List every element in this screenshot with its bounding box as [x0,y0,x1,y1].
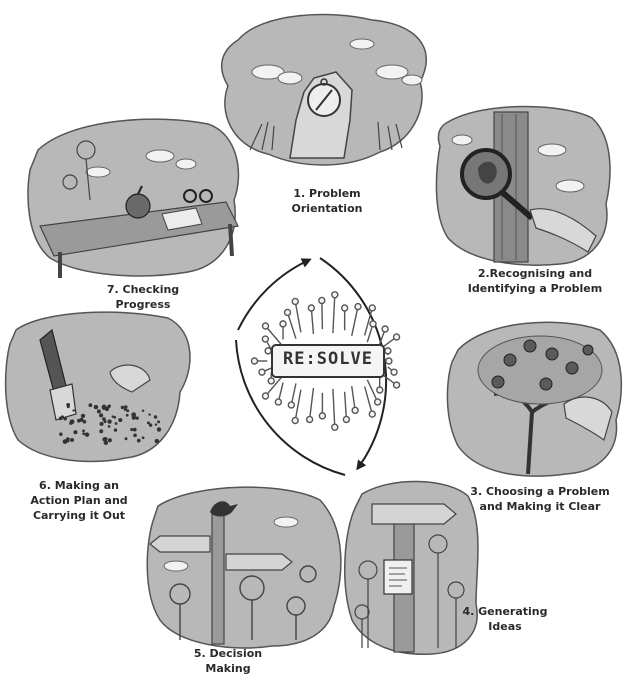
step-1-illustration [222,15,427,165]
step-6-label: 6. Making an Action Plan and Carrying it… [14,478,144,523]
resolve-logo-text: RE:SOLVE [272,349,384,369]
step-1-label: 1. Problem Orientation [284,186,370,216]
step-7-label-line-1: 7. Checking [100,282,186,297]
step-3-label: 3. Choosing a Problem and Making it Clea… [462,484,618,514]
step-5-label-line-2: Making [188,661,268,676]
step-7-label: 7. Checking Progress [100,282,186,312]
step-6-illustration [6,312,190,461]
step-3-label-line-1: 3. Choosing a Problem [462,484,618,499]
step-4-label: 4. Generating Ideas [460,604,550,634]
step-2-illustration [436,107,610,266]
step-5-label: 5. Decision Making [188,646,268,676]
step-6-label-line-2: Action Plan and [14,493,144,508]
step-1-label-line-2: Orientation [284,201,370,216]
step-1-label-line-1: 1. Problem [284,186,370,201]
step-4-label-line-2: Ideas [460,619,550,634]
step-6-label-line-3: Carrying it Out [14,508,144,523]
step-2-label-line-2: Identifying a Problem [460,281,610,296]
step-7-illustration [28,119,238,278]
step-3-illustration [447,322,621,476]
step-2-label-line-1: 2.Recognising and [460,266,610,281]
step-3-label-line-2: and Making it Clear [462,499,618,514]
step-7-label-line-2: Progress [100,297,186,312]
step-2-label: 2.Recognising and Identifying a Problem [460,266,610,296]
step-4-illustration [345,481,478,654]
step-6-label-line-1: 6. Making an [14,478,144,493]
step-5-label-line-1: 5. Decision [188,646,268,661]
step-4-label-line-1: 4. Generating [460,604,550,619]
step-5-illustration [147,487,341,648]
